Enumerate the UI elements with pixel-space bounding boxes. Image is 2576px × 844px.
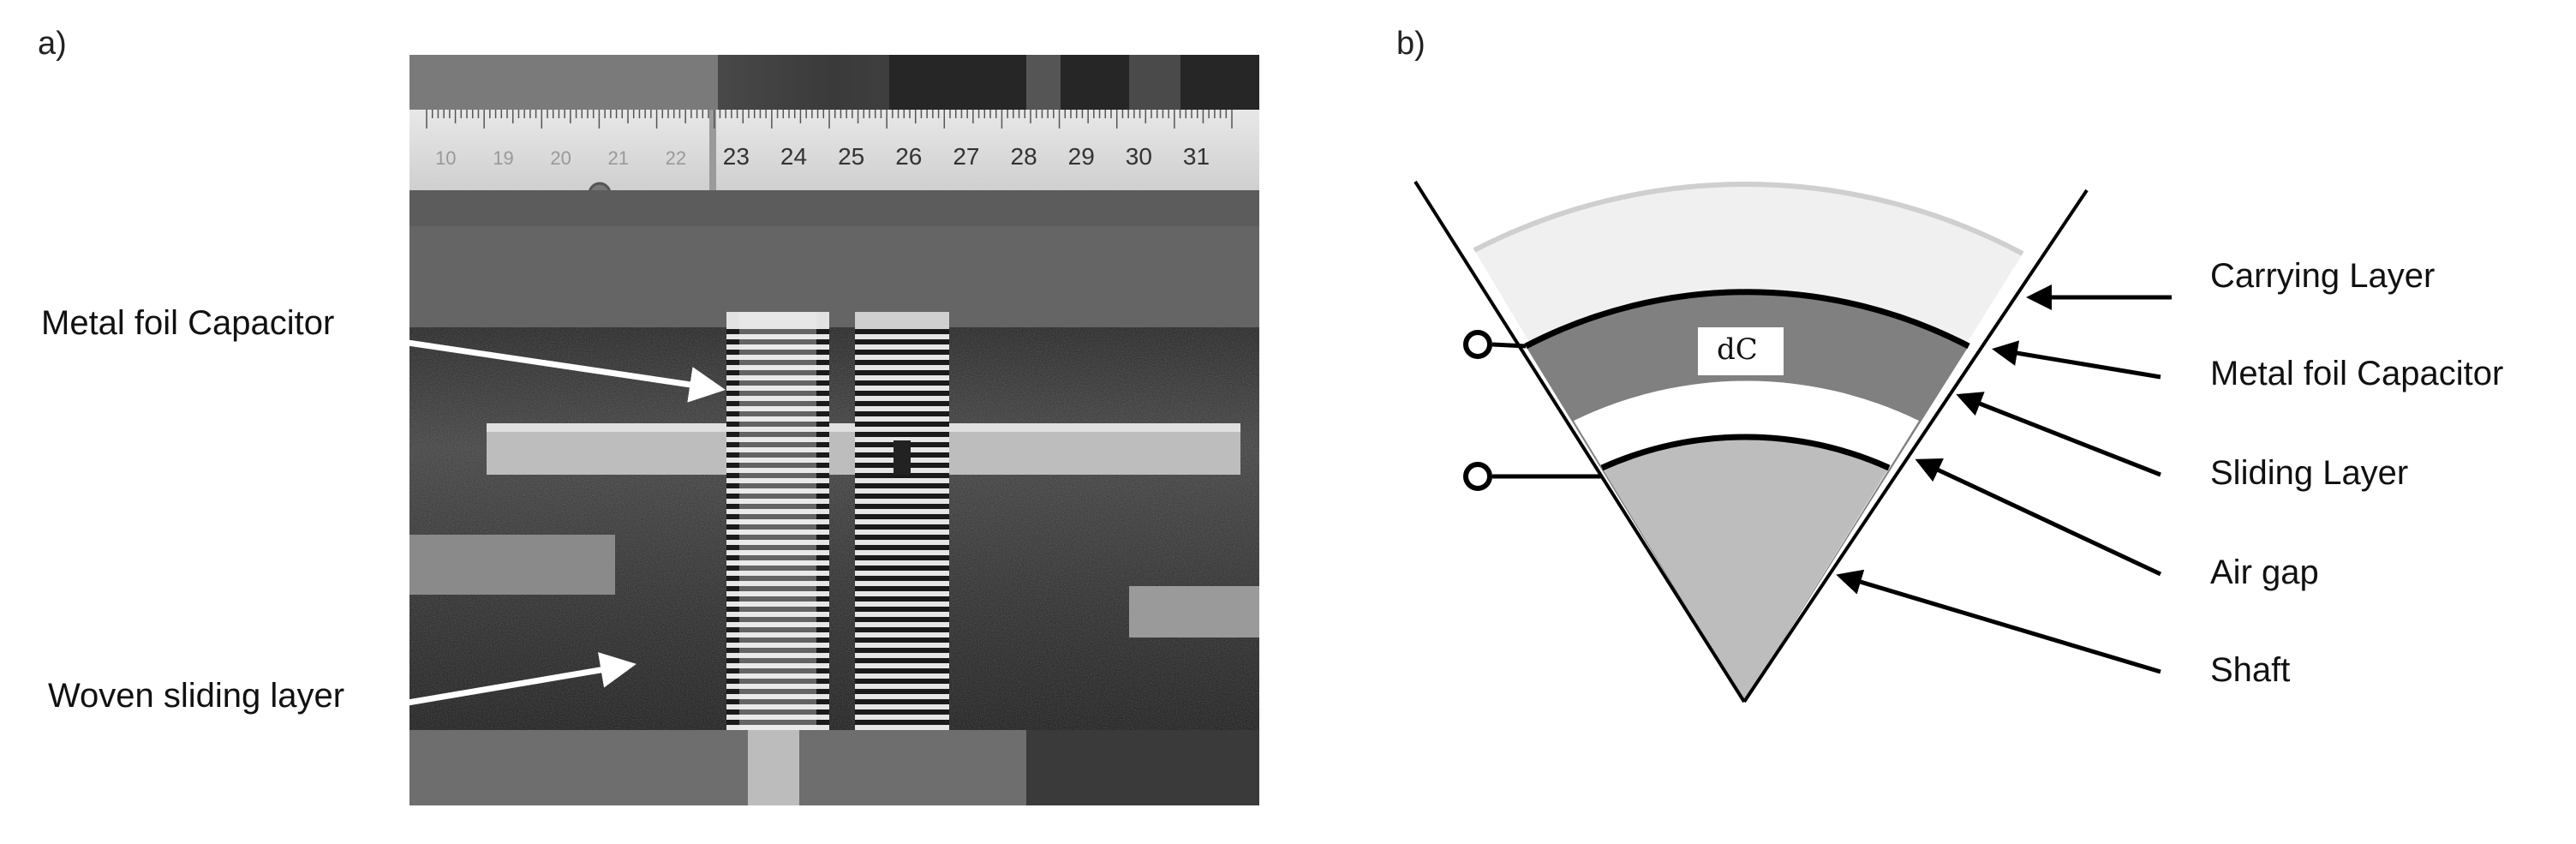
- ruler-tick-label: 23: [723, 143, 750, 170]
- ruler-tick-label: 29: [1068, 143, 1095, 170]
- ruler-tick-label: 21: [608, 147, 629, 169]
- sector-left-edge: [1414, 180, 1746, 703]
- layer-label-carrying: Carrying Layer: [2210, 257, 2436, 295]
- layer-label-sliding: Sliding Layer: [2210, 454, 2409, 492]
- photo-panel: 10 19 20 21 22 23 24 25 26 27 28 29 30 31: [409, 55, 1259, 805]
- layer-label-capacitor: Metal foil Capacitor: [2210, 355, 2504, 392]
- sliding-layer-annotation-label: Woven sliding layer: [48, 677, 345, 715]
- ruler-tick-label: 27: [953, 143, 979, 170]
- sector-right-edge: [1742, 189, 2089, 703]
- shaft-electrode-arc: [1600, 434, 1891, 471]
- ruler-tick-label: 26: [895, 143, 922, 170]
- carrying-layer-outline: [1473, 182, 2024, 256]
- ruler-tick-label: 20: [550, 147, 571, 169]
- layer-label-shaft: Shaft: [2210, 651, 2291, 689]
- ruler-tick-label: 25: [838, 143, 864, 170]
- panel-b-label: b): [1396, 26, 1425, 62]
- ruler-tick-label: 22: [666, 147, 686, 169]
- capacitor-annotation-label: Metal foil Capacitor: [41, 304, 335, 342]
- photograph: 10 19 20 21 22 23 24 25 26 27 28 29 30 31: [409, 55, 1259, 805]
- ruler-tick-label: 19: [493, 147, 513, 169]
- layer-label-airgap: Air gap: [2210, 554, 2319, 591]
- shaft-region: [1602, 437, 1889, 702]
- ruler-tick-label: 24: [780, 143, 807, 170]
- ruler-tick-label: 10: [435, 147, 456, 169]
- panel-a-label: a): [38, 26, 67, 62]
- shaft-terminal: [1463, 462, 1492, 491]
- ruler-tick-label: 31: [1183, 143, 1210, 170]
- capacitor-terminal-wire: [1491, 342, 1527, 349]
- ruler-tick-label: 30: [1126, 143, 1152, 170]
- dc-label-box: [1698, 327, 1784, 375]
- ruler-tick-label: 28: [1011, 143, 1037, 170]
- capacitor-electrode-arc: [1524, 289, 1970, 350]
- capacitor-terminal: [1463, 330, 1492, 359]
- dc-label: dC: [1717, 332, 1758, 367]
